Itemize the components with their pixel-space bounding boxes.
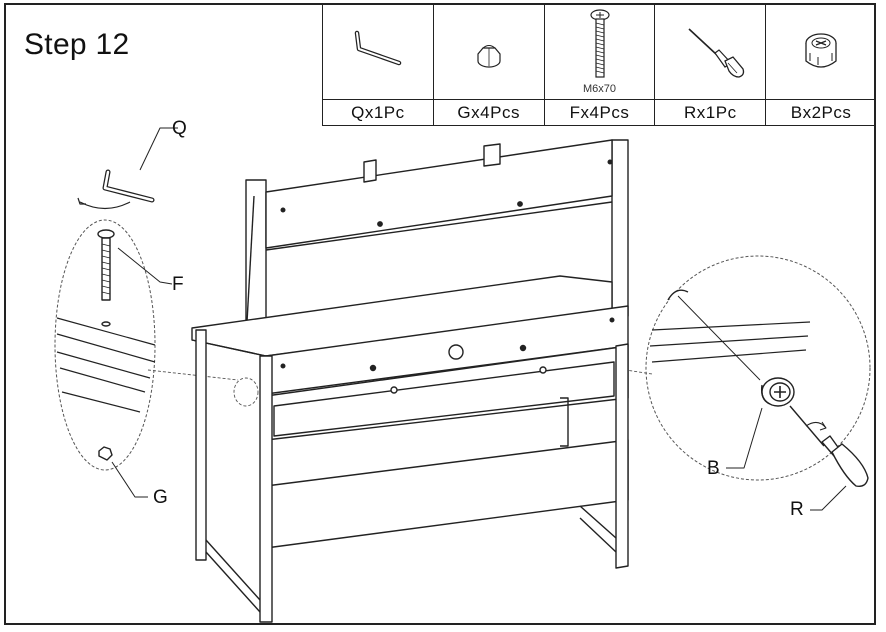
part-cell-f: M6x70 Fx4Pcs <box>544 3 656 126</box>
step-title: Step 12 <box>24 28 130 61</box>
callout-q: Q <box>172 118 187 139</box>
part-label-q: Qx1Pc <box>323 99 433 126</box>
callout-g: G <box>153 487 168 508</box>
detail-bubble-right <box>645 255 871 481</box>
nut-g <box>98 446 113 461</box>
part-label-g: Gx4Pcs <box>433 99 544 126</box>
bolt-spec: M6x70 <box>582 83 616 95</box>
cam-lock-icon <box>805 33 837 68</box>
callout-r: R <box>790 499 804 520</box>
part-cell-q: Qx1Pc <box>323 3 434 125</box>
part-cell-b: Bx2Pcs <box>766 3 876 125</box>
allen-key-icon <box>354 30 402 66</box>
allen-key-q <box>102 169 155 203</box>
part-cell-r: Rx1Pc <box>655 3 767 126</box>
screwdriver-icon <box>688 28 745 78</box>
bolt-icon <box>589 9 610 78</box>
part-cell-g: Gx4Pcs <box>433 3 545 126</box>
callout-f: F <box>172 274 184 295</box>
callout-b: B <box>707 458 720 479</box>
parts-table: Qx1Pc Gx4Pcs <box>322 3 876 126</box>
part-label-r: Rx1Pc <box>655 99 766 126</box>
part-label-f: Fx4Pcs <box>544 99 655 126</box>
nut-icon <box>477 45 501 68</box>
page-frame <box>4 3 876 625</box>
part-label-b: Bx2Pcs <box>766 99 876 126</box>
